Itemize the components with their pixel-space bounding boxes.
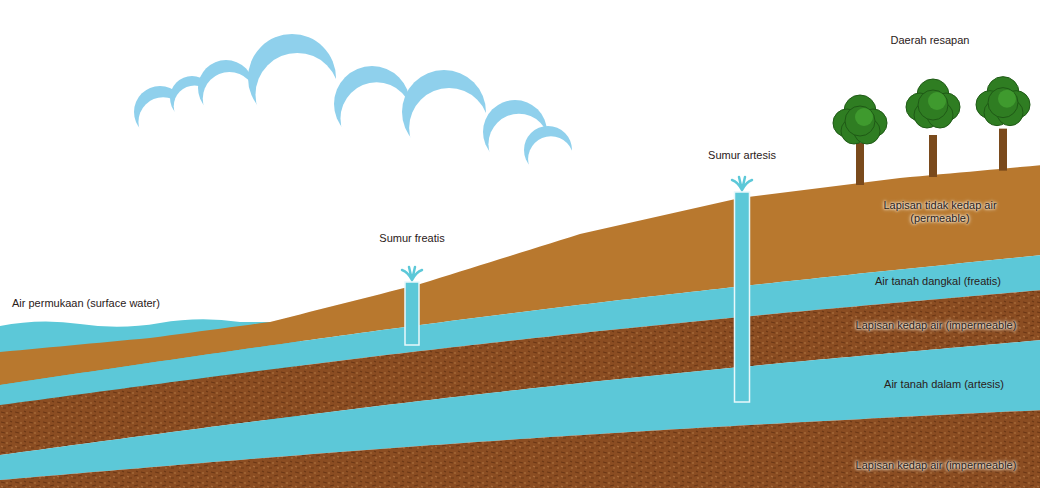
cloud-cut — [409, 88, 489, 168]
tree-highlight — [928, 92, 946, 110]
cloud-cut — [255, 53, 339, 137]
layer-label: Lapisan kedap air (impermeable) — [856, 459, 1017, 472]
layer-label: Sumur artesis — [708, 149, 776, 162]
cloud-cut — [528, 136, 574, 182]
water-spout — [402, 267, 422, 280]
tree-crown — [845, 106, 875, 136]
tree-trunk — [856, 143, 864, 185]
layer-label: Sumur freatis — [379, 232, 444, 245]
layer-label: Lapisan tidak kedap air (permeable) — [853, 199, 1028, 225]
tree-highlight — [998, 90, 1016, 108]
impermeable-layer — [0, 410, 1040, 488]
tree-trunk — [999, 129, 1007, 171]
well-pipe — [405, 282, 419, 345]
well-pipe — [735, 192, 750, 402]
layer-label: Air permukaan (surface water) — [12, 297, 160, 310]
water-spout — [732, 177, 752, 190]
layer-label: Lapisan kedap air (impermeable) — [856, 319, 1017, 332]
tree-trunk — [929, 135, 937, 177]
cloud-cut — [203, 72, 256, 125]
tree-crown — [918, 90, 948, 120]
tree-highlight — [855, 108, 873, 126]
cloud-cut — [340, 82, 412, 154]
tree-crown — [988, 88, 1018, 118]
layer-label: Air tanah dalam (artesis) — [884, 378, 1004, 391]
layer-label: Air tanah dangkal (freatis) — [875, 275, 1001, 288]
layer-label: Daerah resapan — [891, 34, 970, 47]
